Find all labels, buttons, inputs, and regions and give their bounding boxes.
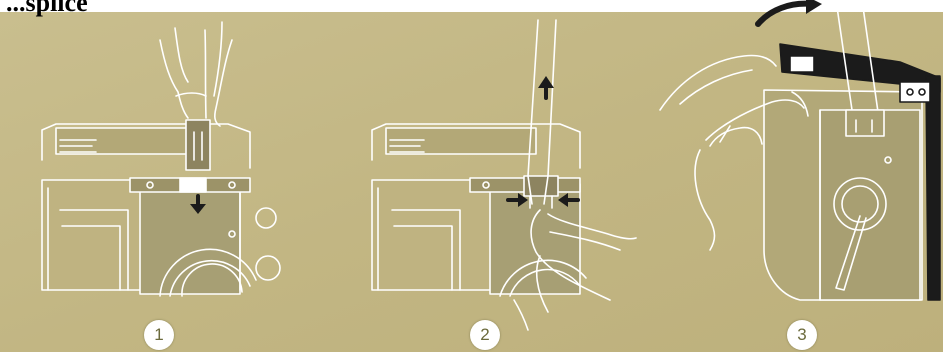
section-heading: ...splice bbox=[6, 0, 88, 16]
step-number-1: 1 bbox=[144, 320, 174, 350]
step-number-3: 3 bbox=[787, 320, 817, 350]
step-number-2: 2 bbox=[470, 320, 500, 350]
paper-bottom-shade bbox=[0, 352, 943, 360]
